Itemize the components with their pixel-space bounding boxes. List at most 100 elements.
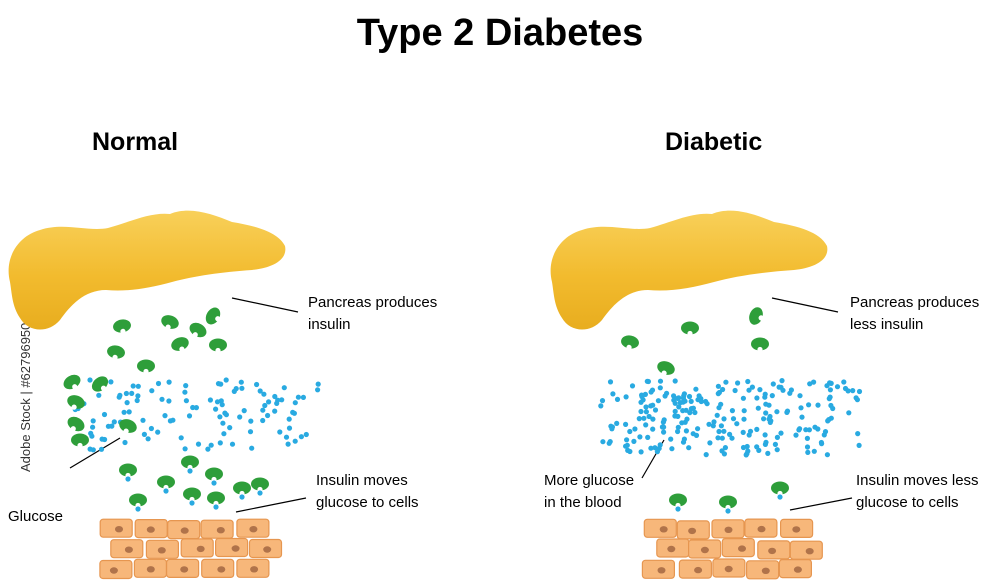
glucose-dot xyxy=(780,387,786,393)
glucose-dot xyxy=(648,445,654,451)
glucose-dot xyxy=(824,452,831,458)
glucose-dot xyxy=(167,418,173,424)
glucose-dot xyxy=(272,393,278,400)
insulin-body xyxy=(181,455,199,469)
cells-normal xyxy=(99,518,283,580)
insulin-body xyxy=(205,307,221,325)
glucose-dot xyxy=(159,396,165,402)
insulin-notch xyxy=(112,354,118,361)
glucose-dot xyxy=(629,383,636,389)
glucose-dot xyxy=(183,398,189,404)
label-line: glucose to cells xyxy=(856,494,959,511)
glucose-dot xyxy=(291,410,297,416)
glucose-dot xyxy=(706,421,712,427)
cell-nucleus xyxy=(694,566,703,574)
glucose-dot xyxy=(687,410,693,416)
cell-nucleus xyxy=(761,567,770,574)
glucose-dot xyxy=(122,439,128,446)
glucose-dot xyxy=(819,441,825,447)
pointer-glucose xyxy=(69,437,121,469)
glucose-dot xyxy=(650,416,656,422)
insulin-molecule xyxy=(137,359,155,375)
glucose-dot xyxy=(286,425,293,431)
glucose-dot xyxy=(806,402,812,408)
glucose-dot xyxy=(714,412,720,418)
glucose-dot xyxy=(254,381,260,388)
glucose-dot xyxy=(776,384,782,390)
glucose-dot xyxy=(754,426,760,432)
insulin-notch xyxy=(179,346,185,352)
insulin-notch xyxy=(120,328,126,335)
glucose-dot xyxy=(683,407,689,413)
insulin-body xyxy=(67,395,85,409)
insulin-molecule xyxy=(91,376,109,392)
glucose-dot xyxy=(745,378,751,385)
glucose-dot xyxy=(669,446,675,452)
insulin-molecule xyxy=(771,481,789,500)
insulin-molecule xyxy=(119,419,137,434)
glucose-dot xyxy=(241,408,247,414)
glucose-dot xyxy=(222,410,228,416)
bound-glucose xyxy=(135,506,141,512)
glucose-dot xyxy=(295,394,301,400)
glucose-dot xyxy=(779,378,785,384)
glucose-dot xyxy=(715,435,721,441)
label-blood: More glucose in the blood xyxy=(544,470,634,514)
bound-glucose xyxy=(725,508,731,514)
glucose-dot xyxy=(300,394,306,400)
label-line: Pancreas produces xyxy=(308,294,438,311)
glucose-dot xyxy=(803,427,809,433)
glucose-dot xyxy=(766,416,772,422)
glucose-dot xyxy=(797,393,803,399)
glucose-dot xyxy=(190,404,196,411)
glucose-dot xyxy=(274,400,280,406)
glucose-dot xyxy=(98,446,105,452)
glucose-dot xyxy=(283,434,290,440)
glucose-cluster-diabetic xyxy=(598,378,863,458)
cell-nucleus xyxy=(688,527,697,535)
glucose-dot xyxy=(208,442,214,448)
glucose-dot xyxy=(735,380,741,386)
glucose-dot xyxy=(627,448,633,455)
glucose-dot xyxy=(703,452,709,458)
cell-nucleus xyxy=(146,526,155,533)
glucose-dot xyxy=(140,417,146,423)
insulin-molecule xyxy=(209,338,227,354)
glucose-dot xyxy=(261,391,267,397)
glucose-dot xyxy=(762,441,769,447)
glucose-dot xyxy=(652,407,659,413)
glucose-dot xyxy=(815,426,821,432)
insulin-body xyxy=(751,337,769,351)
glucose-dot xyxy=(149,388,155,394)
label-line: glucose to cells xyxy=(316,494,419,511)
glucose-dot xyxy=(623,421,629,427)
cell-nucleus xyxy=(659,526,668,533)
glucose-dot xyxy=(727,431,733,437)
glucose-dot xyxy=(121,409,127,415)
bound-glucose xyxy=(257,490,263,496)
glucose-dot xyxy=(627,428,633,435)
glucose-dot xyxy=(661,429,667,435)
glucose-dot xyxy=(631,438,637,444)
glucose-dot xyxy=(265,412,271,419)
insulin-body xyxy=(107,345,125,359)
glucose-dot xyxy=(272,408,278,414)
insulin-body xyxy=(63,374,81,390)
glucose-dot xyxy=(135,383,141,389)
pancreas-diabetic xyxy=(550,210,828,330)
glucose-dot xyxy=(607,379,614,385)
glucose-dot xyxy=(822,429,829,435)
glucose-dot xyxy=(292,438,298,444)
glucose-dot xyxy=(720,386,726,393)
glucose-dot xyxy=(614,420,620,426)
insulin-molecule xyxy=(129,493,147,512)
glucose-dot xyxy=(774,447,780,453)
insulin-body xyxy=(71,433,89,447)
insulin-body xyxy=(91,376,109,392)
glucose-dot xyxy=(719,448,725,454)
glucose-dot xyxy=(105,423,111,429)
glucose-dot xyxy=(825,418,831,424)
insulin-group-diabetic xyxy=(621,307,789,514)
glucose-dot xyxy=(729,435,735,441)
